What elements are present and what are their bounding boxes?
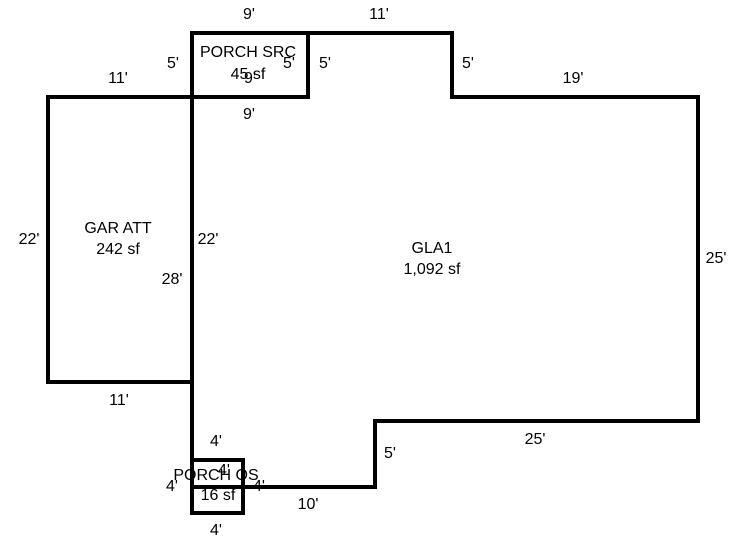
dim-garage-top: 11' <box>108 70 128 87</box>
dim-gla1-top-right: 19' <box>563 70 584 87</box>
dim-porch-os-left: 4' <box>166 478 178 495</box>
dim-gla1-bottom: 10' <box>298 496 319 513</box>
porch-src-outline <box>190 31 310 99</box>
dim-porch-os-right: 4' <box>253 478 265 495</box>
gla1-name: GLA1 <box>412 240 453 257</box>
porch-os-outline <box>190 458 245 515</box>
garage-area: 242 sf <box>96 241 140 258</box>
porch-os-area: 16 sf <box>201 487 236 504</box>
dim-garage-bottom: 11' <box>109 392 129 409</box>
dim-gla1-step-bottom: 5' <box>384 445 396 462</box>
gla1-area: 1,092 sf <box>404 261 461 278</box>
dim-porch-src-right: 5' <box>319 55 331 72</box>
dim-porch-os-inner-top: 4' <box>218 462 230 479</box>
gla1-outline <box>190 31 700 489</box>
dim-gla1-step-left: 5' <box>462 55 474 72</box>
dim-gla1-left-full: 28' <box>162 271 183 288</box>
dim-porch-src-left: 5' <box>167 55 179 72</box>
dim-gla1-left: 22' <box>198 231 219 248</box>
garage-name: GAR ATT <box>84 220 151 237</box>
garage-outline <box>46 95 194 384</box>
dim-porch-src-bottom: 9' <box>243 106 255 123</box>
dim-gla1-top: 11' <box>369 6 389 23</box>
dim-porch-src-inner-top: 9' <box>244 70 256 87</box>
dim-garage-left: 22' <box>19 231 40 248</box>
dim-gla1-bottom-right: 25' <box>525 431 546 448</box>
porch-src-area: 45 sf <box>231 66 266 83</box>
dim-porch-os-top: 4' <box>210 433 222 450</box>
porch-os-name: PORCH OS <box>173 467 258 484</box>
dim-gla1-right: 25' <box>706 250 727 267</box>
dim-porch-src-top: 9' <box>243 6 255 23</box>
dim-porch-src-inner-right: 5' <box>283 55 295 72</box>
dim-porch-os-bottom: 4' <box>210 522 222 539</box>
porch-src-name: PORCH SRC <box>200 44 296 61</box>
